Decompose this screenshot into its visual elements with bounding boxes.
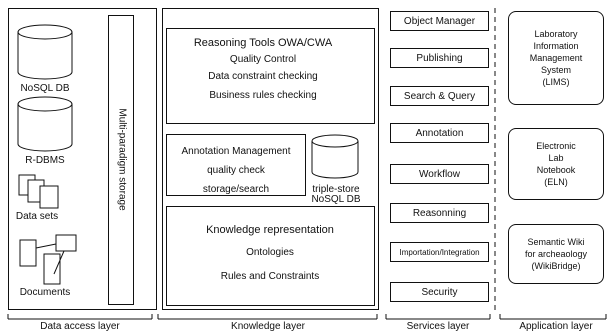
- nosql-db-label: NoSQL DB: [20, 83, 70, 94]
- documents-label: Documents: [19, 287, 71, 298]
- app-lims-line: Information: [533, 41, 579, 51]
- app-wikibridge: Semantic Wiki for archeaology (WikiBridg…: [508, 224, 604, 284]
- app-eln-line: Electronic: [536, 141, 576, 151]
- service-security: Security: [390, 282, 489, 302]
- layer-brace-application: [499, 314, 607, 320]
- app-lims-line: (LIMS): [542, 77, 570, 87]
- documents-icon: [19, 234, 77, 285]
- layer-brace-services: [385, 314, 491, 320]
- triple-store-nosql-label: NoSQL DB: [311, 194, 361, 205]
- data-sets-label: Data sets: [15, 211, 59, 222]
- app-eln-line: (ELN): [544, 177, 568, 187]
- annotation-management-title: Annotation Management: [181, 146, 291, 157]
- service-annotation: Annotation: [390, 123, 489, 143]
- app-wikibridge-line: for archeaology: [524, 249, 588, 259]
- rdbms-label: R-DBMS: [25, 155, 65, 166]
- app-eln-line: Lab: [548, 153, 564, 163]
- service-reasonning: Reasonning: [390, 203, 489, 223]
- layer-label-services: Services layer: [406, 321, 470, 332]
- reasoning-tools-box: [166, 28, 375, 124]
- app-lims-line: Management: [529, 53, 583, 63]
- rdbms-cylinder-icon: [17, 96, 73, 152]
- triple-store-cylinder-icon: [311, 134, 359, 179]
- storage-search-label: storage/search: [202, 184, 270, 195]
- quality-check-label: quality check: [207, 165, 265, 176]
- layer-brace-data-access: [7, 314, 153, 320]
- app-eln: Electronic Lab Notebook (ELN): [508, 128, 604, 200]
- app-lims-line: System: [540, 65, 571, 75]
- service-search-query: Search & Query: [390, 86, 489, 106]
- layer-label-knowledge: Knowledge layer: [231, 321, 305, 332]
- app-wikibridge-line: Semantic Wiki: [527, 237, 585, 247]
- app-wikibridge-line: (WikiBridge): [531, 261, 581, 271]
- knowledge-representation-title: Knowledge representation: [206, 224, 334, 236]
- ontologies-label: Ontologies: [246, 247, 294, 258]
- service-object-manager: Object Manager: [390, 11, 489, 31]
- service-importation-integration: Importation/Integration: [390, 242, 489, 262]
- service-workflow: Workflow: [390, 164, 489, 184]
- annotation-management-box: [166, 134, 306, 196]
- multi-paradigm-storage-label: Multi-paradigm storage: [116, 108, 128, 211]
- reasoning-tools-title: Reasoning Tools OWA/CWA: [193, 37, 333, 49]
- app-lims-line: Laboratory: [534, 29, 578, 39]
- data-sets-icon: [18, 174, 59, 209]
- business-rules-label: Business rules checking: [209, 90, 317, 101]
- multi-paradigm-storage-bar: Multi-paradigm storage: [108, 15, 134, 305]
- rules-constraints-label: Rules and Constraints: [220, 271, 320, 282]
- service-publishing: Publishing: [390, 48, 489, 68]
- nosql-db-cylinder-icon: [17, 24, 73, 80]
- quality-control-label: Quality Control: [229, 54, 297, 65]
- app-eln-line: Notebook: [536, 165, 576, 175]
- app-lims: Laboratory Information Management System…: [508, 11, 604, 105]
- knowledge-representation-box: [166, 206, 375, 306]
- layer-brace-knowledge: [157, 314, 378, 320]
- triple-store-label: triple-store: [312, 184, 360, 195]
- layer-label-data-access: Data access layer: [40, 321, 120, 332]
- layer-label-application: Application layer: [519, 321, 593, 332]
- data-constraint-label: Data constraint checking: [208, 71, 318, 82]
